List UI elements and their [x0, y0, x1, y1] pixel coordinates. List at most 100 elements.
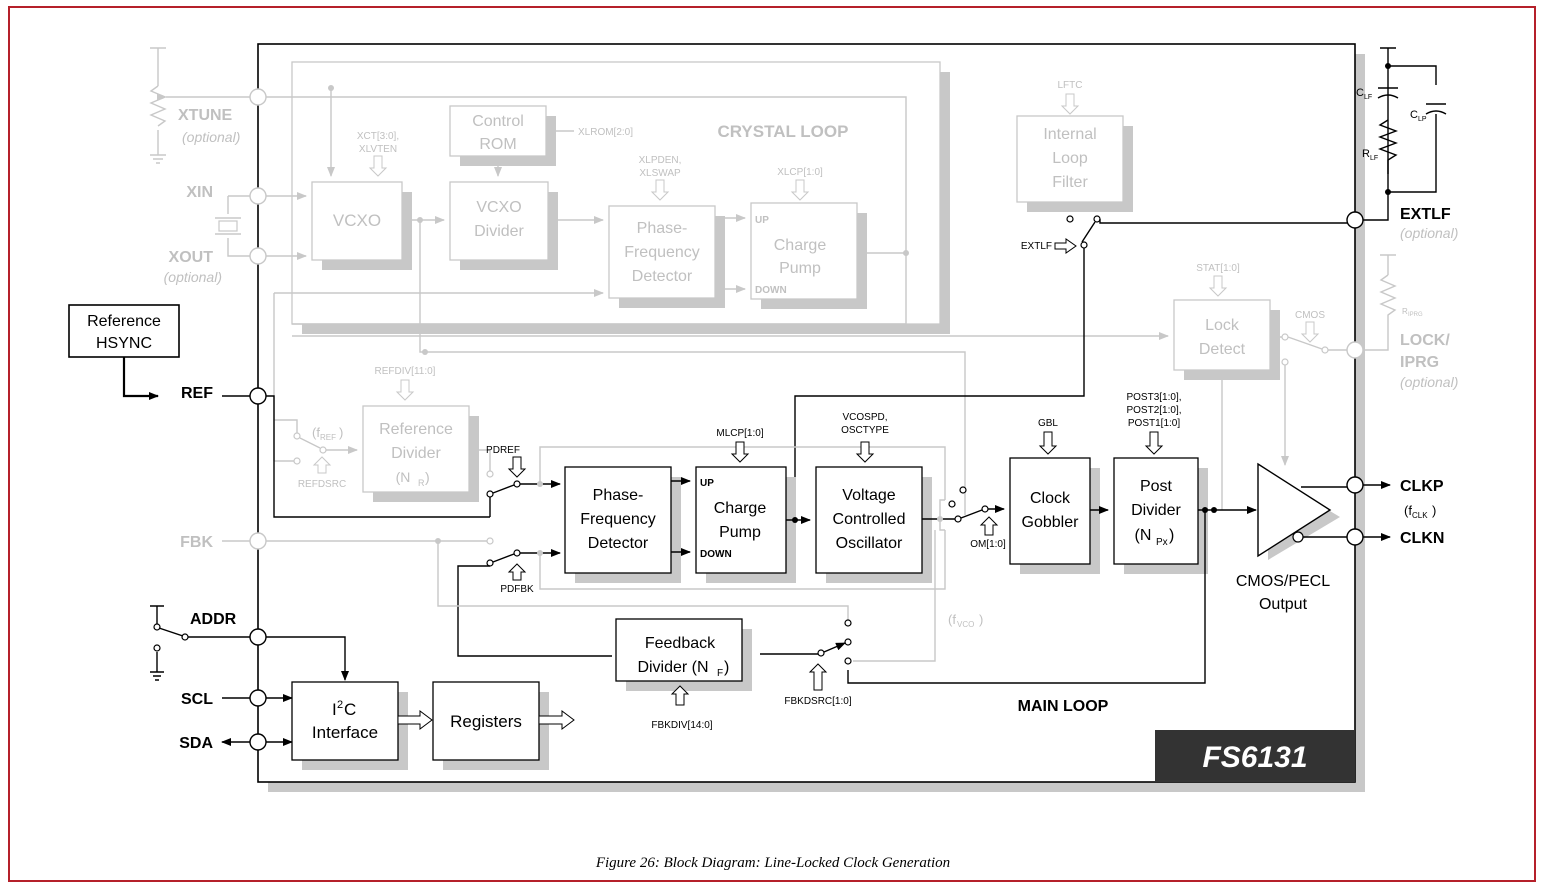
post-divider-label-4: ) [1169, 527, 1174, 544]
vco-label-2: Controlled [833, 511, 906, 528]
fbkdsrc-label: FBKDSRC[1:0] [784, 696, 851, 707]
rlf-label: R [1362, 148, 1370, 160]
scl-pin[interactable] [249, 689, 267, 707]
extlf-optional: (optional) [1400, 225, 1458, 241]
pfd-label-2: Frequency [580, 511, 656, 528]
reference-divider-block [362, 405, 470, 493]
xout-pin[interactable] [249, 247, 267, 265]
fbk-pin[interactable] [249, 532, 267, 550]
pdfbk-label: PDFBK [500, 584, 534, 595]
vcxo-divider-label-1: VCXO [476, 199, 521, 216]
fvco-close: ) [979, 612, 983, 627]
addr-pin-label: ADDR [190, 611, 237, 628]
internal-loop-filter-block [1016, 115, 1124, 203]
i2c-label-interface: Interface [312, 723, 378, 742]
osctype-label: OSCTYPE [841, 425, 889, 436]
scl-pin-label: SCL [181, 691, 213, 708]
clock-gobbler-label-2: Gobbler [1022, 514, 1080, 531]
refdiv-label-4: ) [425, 469, 430, 485]
control-rom-label-1: Control [472, 113, 524, 130]
xlswap-label: XLSWAP [639, 168, 681, 179]
i2c-label-i: I [332, 700, 337, 719]
post-divider-block [1113, 457, 1199, 565]
xout-pin-label: XOUT [169, 249, 214, 266]
vco-label-3: Oscillator [836, 535, 903, 552]
xtune-pin-label: XTUNE [178, 107, 233, 124]
charge-pump-block [695, 466, 787, 574]
gbl-label: GBL [1038, 418, 1058, 429]
crystal-cp-label-2: Pump [779, 260, 821, 277]
xin-pin-label: XIN [186, 184, 213, 201]
lock-iprg-optional: (optional) [1400, 374, 1458, 390]
refdiv-label: REFDIV[11:0] [375, 366, 436, 377]
clp-sub: LP [1418, 116, 1427, 123]
xlpden-label: XLPDEN, [639, 155, 682, 166]
main-loop-label: MAIN LOOP [1018, 698, 1109, 715]
xlrom-label: XLROM[2:0] [578, 127, 633, 138]
lock-iprg-pin[interactable] [1346, 341, 1364, 359]
cp-label-1: Charge [714, 500, 767, 517]
i2c-interface-block [291, 681, 399, 761]
refdiv-label-3: (N [396, 469, 411, 485]
crystal-cp-label-1: Charge [774, 237, 827, 254]
output-label-1: CMOS/PECL [1236, 573, 1330, 590]
om-label: OM[1:0] [970, 539, 1006, 550]
clf-sub: LF [1364, 94, 1372, 101]
refdsrc-label: REFDSRC [298, 479, 346, 490]
ref-pin[interactable] [249, 387, 267, 405]
xct-label: XCT[3:0], [357, 131, 399, 142]
reference-hsync-box [68, 304, 180, 358]
clkp-pin[interactable] [1346, 476, 1364, 494]
crystal-pfd-label-3: Detector [632, 268, 693, 285]
refdiv-label-2: Divider [391, 445, 441, 462]
post1-label: POST1[1:0] [1128, 418, 1180, 429]
post-divider-sub: Px [1156, 537, 1168, 548]
iprg-pin-label: IPRG [1400, 354, 1439, 371]
clock-gobbler-label-1: Clock [1030, 490, 1071, 507]
xlvten-label: XLVTEN [359, 144, 397, 155]
cp-label-2: Pump [719, 524, 761, 541]
feedback-divider-block [615, 618, 743, 682]
figure-caption: Figure 26: Block Diagram: Line-Locked Cl… [595, 855, 951, 871]
riprg-label: R [1402, 307, 1408, 316]
lftc-label: LFTC [1058, 80, 1083, 91]
xtune-optional: (optional) [182, 129, 240, 145]
i2c-label-c: C [344, 700, 356, 719]
pfd-label-3: Detector [588, 535, 649, 552]
xout-optional: (optional) [164, 269, 222, 285]
vcospd-label: VCOSPD, [842, 412, 887, 423]
post3-label: POST3[1:0], [1126, 392, 1181, 403]
figure-frame [8, 6, 1536, 882]
crystal-loop-label: CRYSTAL LOOP [718, 122, 849, 141]
chip-name: FS6131 [1202, 741, 1307, 774]
fvco-sub: VCO [957, 620, 974, 629]
lock-detect-label-1: Lock [1205, 317, 1240, 334]
crystal-charge-pump-block [750, 202, 858, 300]
mlcp-label: MLCP[1:0] [716, 428, 763, 439]
post-divider-label-2: Divider [1131, 502, 1181, 519]
addr-pin[interactable] [249, 628, 267, 646]
pfd-label-1: Phase- [593, 487, 644, 504]
vco-block [815, 466, 923, 574]
fclk-close: ) [1432, 503, 1436, 518]
sda-pin-label: SDA [179, 735, 213, 752]
riprg-sub: IPRG [1408, 312, 1423, 318]
lock-detect-label-2: Detect [1199, 341, 1246, 358]
ilf-label-3: Filter [1052, 174, 1088, 191]
sda-pin[interactable] [249, 733, 267, 751]
clkn-pin[interactable] [1346, 528, 1364, 546]
fbkdiv-label: FBKDIV[14:0] [651, 720, 712, 731]
registers-label: Registers [450, 712, 522, 731]
extlf-pin[interactable] [1346, 211, 1364, 229]
feedback-divider-label-3: ) [724, 659, 729, 676]
xlcp-label: XLCP[1:0] [777, 167, 823, 178]
xtune-pin[interactable] [249, 88, 267, 106]
clock-gobbler-block [1009, 457, 1091, 565]
feedback-divider-sub: F [717, 668, 723, 679]
xin-pin[interactable] [249, 187, 267, 205]
fbk-pin-label: FBK [180, 534, 213, 551]
phase-frequency-detector-block [564, 466, 672, 574]
cp-down-label: DOWN [700, 549, 732, 560]
vcxo-label: VCXO [333, 211, 381, 230]
